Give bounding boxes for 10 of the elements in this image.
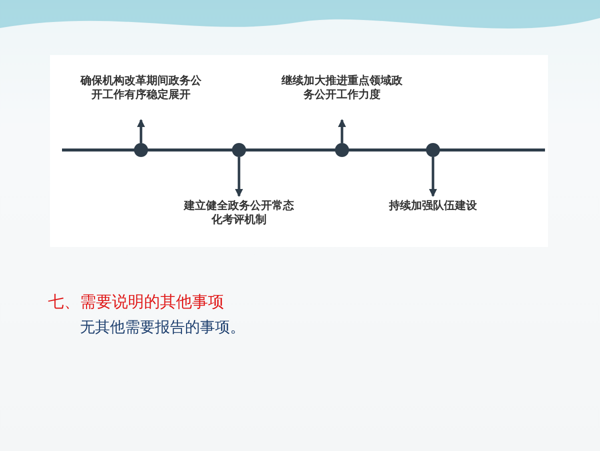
milestone-text: 建立健全政务公开常态化考评机制 — [184, 199, 294, 227]
section-heading: 七、需要说明的其他事项 — [48, 292, 224, 313]
milestone-text: 继续加大推进重点领域政务公开工作力度 — [280, 74, 404, 102]
milestone-text: 确保机构改革期间政务公开工作有序稳定展开 — [80, 74, 202, 102]
arrow — [429, 157, 437, 197]
arrow — [338, 119, 346, 143]
arrow — [235, 157, 243, 197]
arrow — [137, 119, 145, 143]
body-text: 无其他需要报告的事项。 — [80, 318, 245, 337]
milestone-text: 持续加强队伍建设 — [378, 199, 488, 213]
